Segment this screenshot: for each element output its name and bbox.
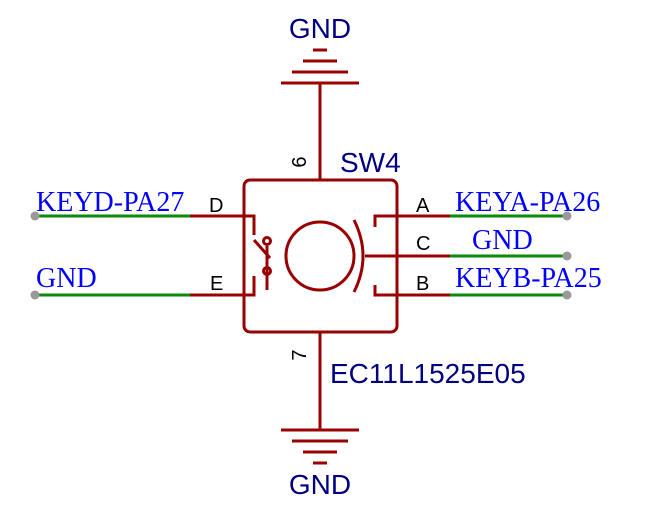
- encoder-lead-b: [373, 285, 397, 297]
- wire-end-keyd: [30, 211, 40, 221]
- bottom-gnd-label: GND: [289, 469, 351, 500]
- wire-end-left-gnd: [30, 290, 40, 300]
- top-gnd-symbol: [281, 48, 359, 180]
- encoder-contacts: [352, 214, 397, 297]
- net-label-keyb: KEYB-PA25: [455, 263, 602, 294]
- pin-letter-d: D: [209, 195, 223, 217]
- wire-end-keya: [562, 211, 572, 221]
- pin-letter-b: B: [416, 273, 429, 295]
- switch-contact-top: [262, 236, 272, 246]
- net-label-keyd: KEYD-PA27: [36, 187, 184, 218]
- wire-end-right-gnd: [562, 251, 572, 261]
- encoder-knob: [284, 220, 356, 292]
- component-designator: SW4: [340, 147, 401, 178]
- encoder-lead-a: [373, 214, 397, 227]
- bottom-gnd-symbol: [281, 332, 359, 465]
- encoder-wiper: [352, 219, 365, 293]
- pin-letter-c: C: [416, 233, 430, 255]
- wire-end-keyb: [562, 290, 572, 300]
- switch-contact-bottom: [262, 266, 272, 276]
- pin-letter-e: E: [210, 273, 223, 295]
- push-switch-symbol: [244, 214, 272, 297]
- switch-lead-d: [244, 214, 256, 235]
- net-label-keya: KEYA-PA26: [455, 187, 600, 218]
- switch-lead-e: [244, 276, 256, 297]
- top-gnd-label: GND: [289, 13, 351, 44]
- net-label-left-gnd: GND: [36, 263, 97, 294]
- net-label-right-gnd: GND: [472, 225, 533, 256]
- pin-number-bottom: 7: [289, 349, 311, 360]
- pin-letter-a: A: [416, 195, 430, 217]
- pin-number-top: 6: [289, 156, 311, 167]
- component-value: EC11L1525E05: [330, 358, 526, 389]
